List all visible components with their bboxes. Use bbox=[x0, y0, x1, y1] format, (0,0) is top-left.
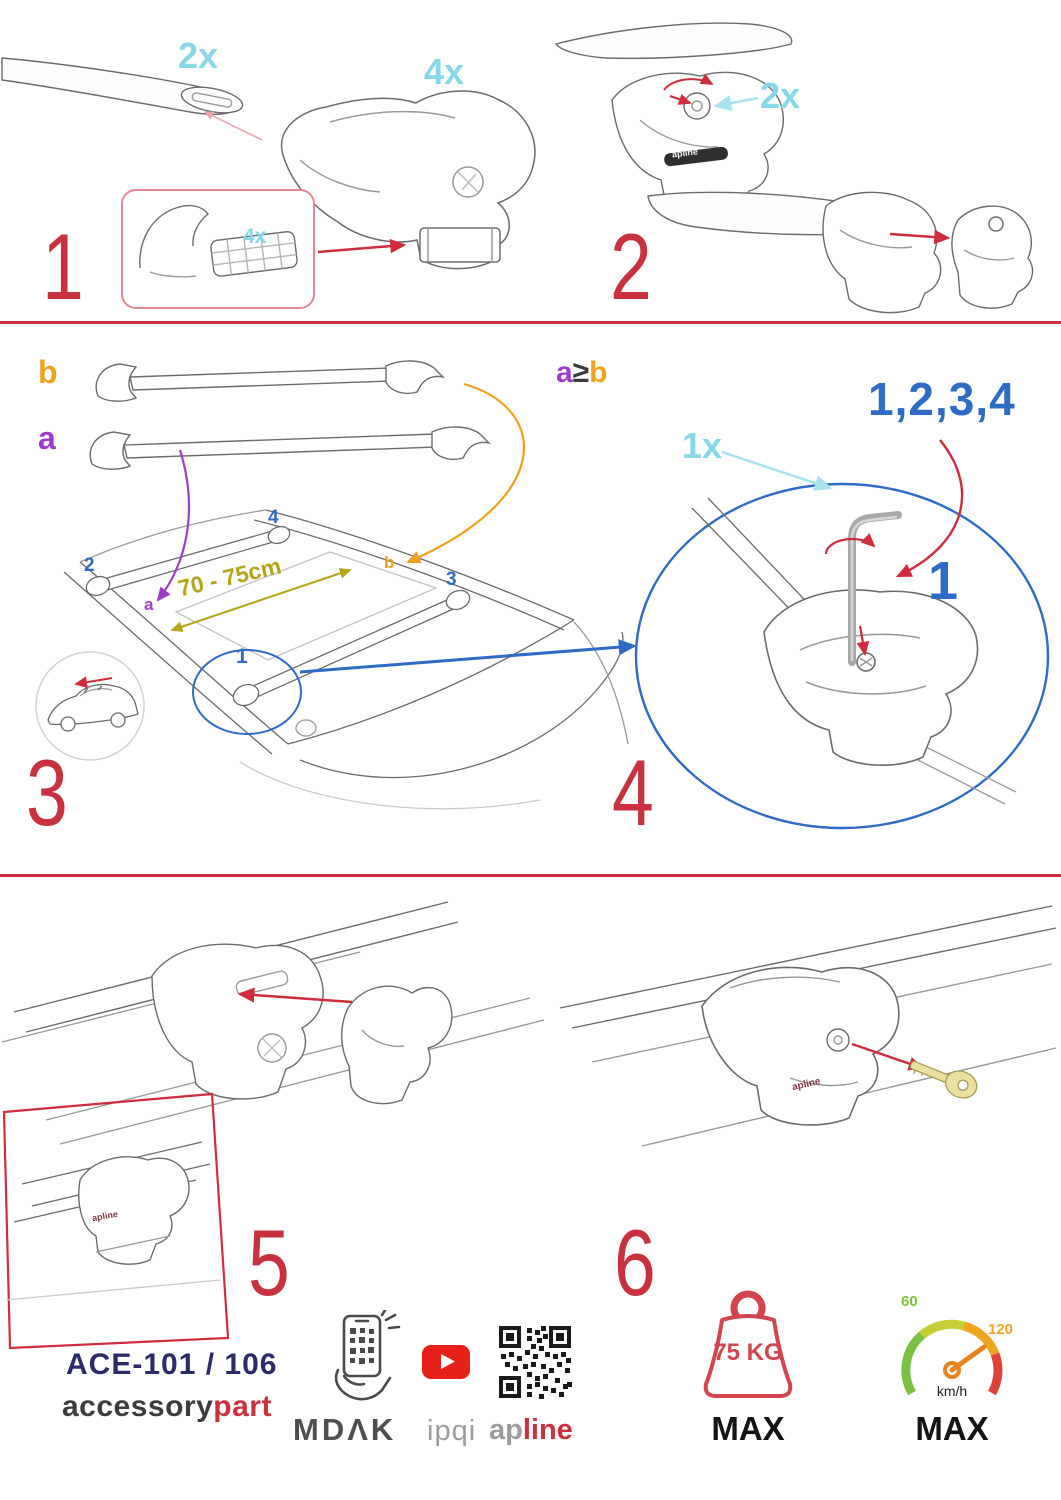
lock-arrow bbox=[669, 93, 692, 105]
logo-mdak: MDΛK bbox=[293, 1412, 397, 1447]
step5-step6-drawing-layer bbox=[1, 901, 1057, 1350]
detail-callout-arrow bbox=[299, 639, 637, 674]
tighten-bolt-arrow bbox=[856, 625, 870, 657]
speed-low-label: 60 bbox=[901, 1293, 918, 1310]
key-icon bbox=[909, 1060, 978, 1099]
step-5-number: 5 bbox=[248, 1210, 290, 1315]
logo-ap: ap bbox=[489, 1414, 523, 1446]
roof-pos-3: 3 bbox=[446, 569, 457, 590]
logo-apline: apline bbox=[489, 1416, 573, 1445]
leader-line bbox=[203, 111, 263, 141]
roof-b-label: b bbox=[384, 553, 395, 572]
foot-lock-drawing bbox=[554, 22, 793, 215]
brand-part: part bbox=[213, 1390, 272, 1423]
youtube-icon bbox=[422, 1345, 470, 1379]
qty-label-pad: 4x bbox=[243, 225, 267, 248]
section-divider bbox=[0, 321, 1061, 324]
qty-label-bar: 2x bbox=[178, 35, 219, 76]
bar-a-position-arrow bbox=[156, 449, 190, 602]
crossbar-b-drawing bbox=[95, 360, 446, 402]
car-side-view-inset bbox=[35, 651, 145, 761]
rule-symbol: ≥ bbox=[572, 356, 590, 389]
foot-assembly-drawing bbox=[280, 90, 536, 270]
logo-line: line bbox=[522, 1414, 573, 1446]
crossbar-tube-drawing bbox=[1, 57, 244, 115]
phone-qr-scan-icon bbox=[334, 1310, 401, 1401]
step5-inset bbox=[2, 1092, 230, 1350]
max-load-value: 75 KG bbox=[713, 1339, 783, 1366]
cap-insert-arrow bbox=[889, 229, 951, 245]
bar-endcap-drawing bbox=[647, 191, 1034, 314]
car-roof-drawing bbox=[63, 509, 629, 810]
brand-accessory: accessory bbox=[62, 1390, 214, 1423]
roof-pos-2: 2 bbox=[84, 555, 95, 576]
step-4-number: 4 bbox=[612, 740, 654, 845]
brand-wordmark: accessorypart bbox=[62, 1392, 272, 1422]
model-number: ACE-101 / 106 bbox=[66, 1348, 278, 1381]
rule-b: b bbox=[589, 356, 608, 389]
max-speed-label: MAX bbox=[915, 1410, 989, 1447]
roof-pos-1: 1 bbox=[236, 645, 248, 668]
key-qty-leader bbox=[721, 450, 833, 491]
rotate-lock-arrow bbox=[663, 73, 714, 91]
weight-max-icon bbox=[703, 1290, 793, 1398]
bar-b-label: b bbox=[38, 354, 58, 390]
max-load-label: MAX bbox=[711, 1410, 785, 1447]
step3-step4-drawing-layer bbox=[35, 360, 1050, 830]
distance-arrow bbox=[170, 568, 352, 632]
clamp-insert-arrow bbox=[237, 987, 353, 1004]
first-position: 1 bbox=[928, 551, 959, 611]
step1-step2-drawing-layer bbox=[1, 22, 1034, 314]
speed-unit-label: km/h bbox=[936, 1383, 968, 1399]
qr-code bbox=[497, 1324, 573, 1400]
sequence-arrow bbox=[895, 439, 964, 578]
step-1-number: 1 bbox=[42, 214, 84, 319]
roof-a-label: a bbox=[144, 595, 154, 614]
speed-high-label: 120 bbox=[988, 1321, 1014, 1338]
rubber-pad-inset bbox=[121, 189, 315, 309]
foot-tightening-drawing bbox=[691, 497, 1017, 805]
foot-clamp-drawing bbox=[1, 901, 545, 1145]
step-6-number: 6 bbox=[614, 1210, 656, 1315]
rotate-key-arrow bbox=[824, 533, 876, 555]
foot-locking-drawing bbox=[559, 905, 1057, 1147]
qty-label-foot: 4x bbox=[424, 51, 465, 92]
qty-leader-cyan bbox=[713, 95, 759, 112]
crossbar-a-drawing bbox=[89, 426, 492, 470]
qty-label-key: 1x bbox=[682, 425, 723, 466]
foot1-highlight-circle bbox=[192, 649, 302, 735]
qty-label-lock: 2x bbox=[760, 75, 801, 116]
bar-a-label: a bbox=[38, 420, 56, 456]
detail-magnifier-ellipse bbox=[634, 482, 1050, 830]
car-direction-arrow bbox=[74, 676, 113, 688]
pad-to-foot-arrow bbox=[317, 238, 407, 254]
tightening-sequence: 1,2,3,4 bbox=[868, 373, 1016, 425]
rule-a: a bbox=[556, 356, 573, 389]
step-2-number: 2 bbox=[610, 214, 652, 319]
roof-pos-4: 4 bbox=[268, 507, 279, 528]
speedometer-icon bbox=[901, 1319, 1003, 1396]
key-insert-arrow bbox=[851, 1042, 925, 1071]
bar-b-position-arrow bbox=[406, 382, 525, 564]
length-rule: a≥b bbox=[556, 358, 607, 388]
logo-ipqi: ipqi bbox=[427, 1415, 477, 1447]
step-3-number: 3 bbox=[26, 740, 68, 845]
section-divider bbox=[0, 874, 1061, 877]
